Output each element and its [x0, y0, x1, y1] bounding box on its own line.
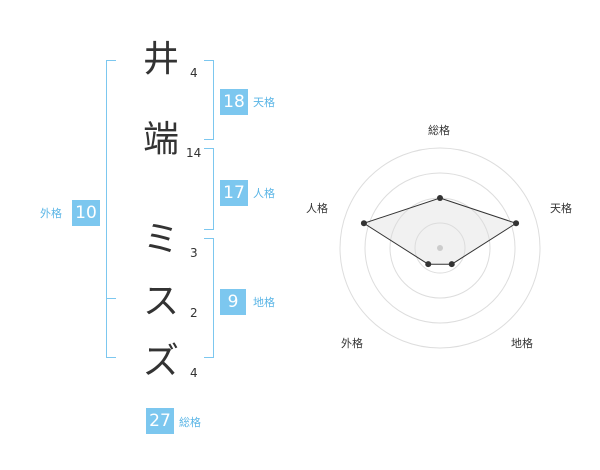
axis-label-tenkaku: 天格 [550, 202, 572, 215]
radar-point [425, 261, 432, 268]
tenkaku-bracket [204, 60, 214, 140]
radar-center [437, 245, 443, 251]
name-char-2: 端 [142, 119, 179, 160]
soukaku-value: 27 [146, 408, 174, 434]
radar-ring [364, 172, 516, 324]
stroke-count-3: 3 [190, 246, 198, 260]
axis-label-gaikaku: 外格 [341, 337, 363, 350]
gaikaku-value: 10 [72, 200, 100, 226]
soukaku-label: 総格 [179, 416, 201, 429]
radar-ring [339, 147, 541, 349]
name-char-1: 井 [142, 39, 179, 80]
radar-point [437, 195, 443, 201]
gaikaku-label: 外格 [40, 207, 62, 220]
stroke-count-4: 2 [190, 306, 198, 320]
radar-point [513, 220, 520, 227]
radar-point [448, 261, 455, 268]
jinkaku-label: 人格 [253, 187, 275, 200]
axis-label-soukaku: 総格 [428, 124, 450, 137]
name-char-4: ス [142, 281, 179, 322]
chikaku-label: 地格 [253, 296, 275, 309]
tenkaku-label: 天格 [253, 96, 275, 109]
stroke-count-1: 4 [190, 66, 198, 80]
name-char-3: ミ [142, 219, 179, 260]
radar-polygon [362, 197, 518, 265]
tenkaku-value: 18 [220, 89, 248, 115]
jinkaku-value: 17 [220, 180, 248, 206]
jinkaku-bracket [204, 148, 214, 230]
radar-point [360, 220, 367, 227]
gaikaku-divider [106, 298, 116, 299]
axis-label-chikaku: 地格 [511, 337, 533, 350]
stroke-count-5: 4 [190, 366, 198, 380]
axis-label-jinkaku: 人格 [306, 202, 328, 215]
radar-ring [414, 222, 466, 274]
chikaku-value: 9 [220, 289, 246, 315]
name-char-5: ズ [142, 341, 179, 382]
chikaku-bracket [204, 238, 214, 358]
stroke-count-2: 14 [186, 146, 202, 160]
gaikaku-bracket [106, 60, 116, 358]
